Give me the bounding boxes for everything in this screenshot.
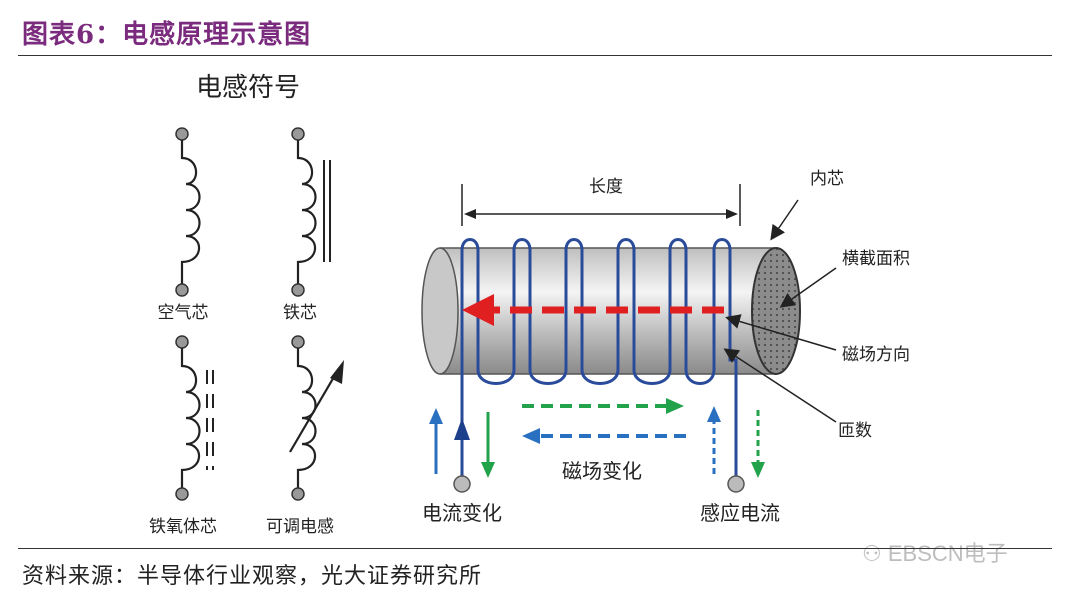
- watermark-text: EBSCN电子: [887, 541, 1008, 566]
- right-terminal: [727, 475, 745, 493]
- iron-core-symbol: [291, 127, 331, 297]
- ferrite-core-label: 铁氧体芯: [149, 517, 217, 537]
- induced-current-arrows: [707, 406, 765, 478]
- length-label: 长度: [589, 177, 623, 197]
- coil-winding: [460, 238, 738, 476]
- callout-lines: [723, 199, 837, 423]
- figure-title: 图表6：电感原理示意图: [22, 20, 312, 50]
- source-note: 资料来源：半导体行业观察，光大证券研究所: [22, 564, 483, 589]
- iron-core-label: 铁芯: [283, 303, 317, 323]
- symbols-heading: 电感符号: [196, 73, 300, 103]
- core-label: 内芯: [810, 169, 844, 189]
- air-core-symbol: [175, 127, 201, 297]
- cross-section-label: 横截面积: [842, 249, 910, 269]
- field-direction-label: 磁场方向: [842, 345, 910, 365]
- left-terminal: [453, 475, 471, 493]
- top-divider: [18, 55, 1052, 56]
- adjustable-inductor-symbol: [289, 335, 344, 501]
- field-direction-arrow: [462, 294, 724, 326]
- turns-label: 匝数: [838, 421, 872, 441]
- ferrite-core-symbol: [175, 335, 214, 501]
- watermark: ⚇ EBSCN电子: [862, 536, 1008, 568]
- air-core-label: 空气芯: [158, 303, 209, 323]
- field-change-label: 磁场变化: [562, 459, 642, 483]
- bottom-divider: [18, 548, 1052, 549]
- wechat-icon: ⚇: [862, 541, 888, 566]
- field-change-arrows: [522, 398, 686, 444]
- adjustable-inductor-label: 可调电感: [266, 517, 334, 537]
- current-change-arrows: [429, 408, 495, 478]
- length-dimension: [461, 184, 741, 226]
- induced-current-label: 感应电流: [700, 501, 780, 525]
- current-change-label: 电流变化: [422, 501, 502, 525]
